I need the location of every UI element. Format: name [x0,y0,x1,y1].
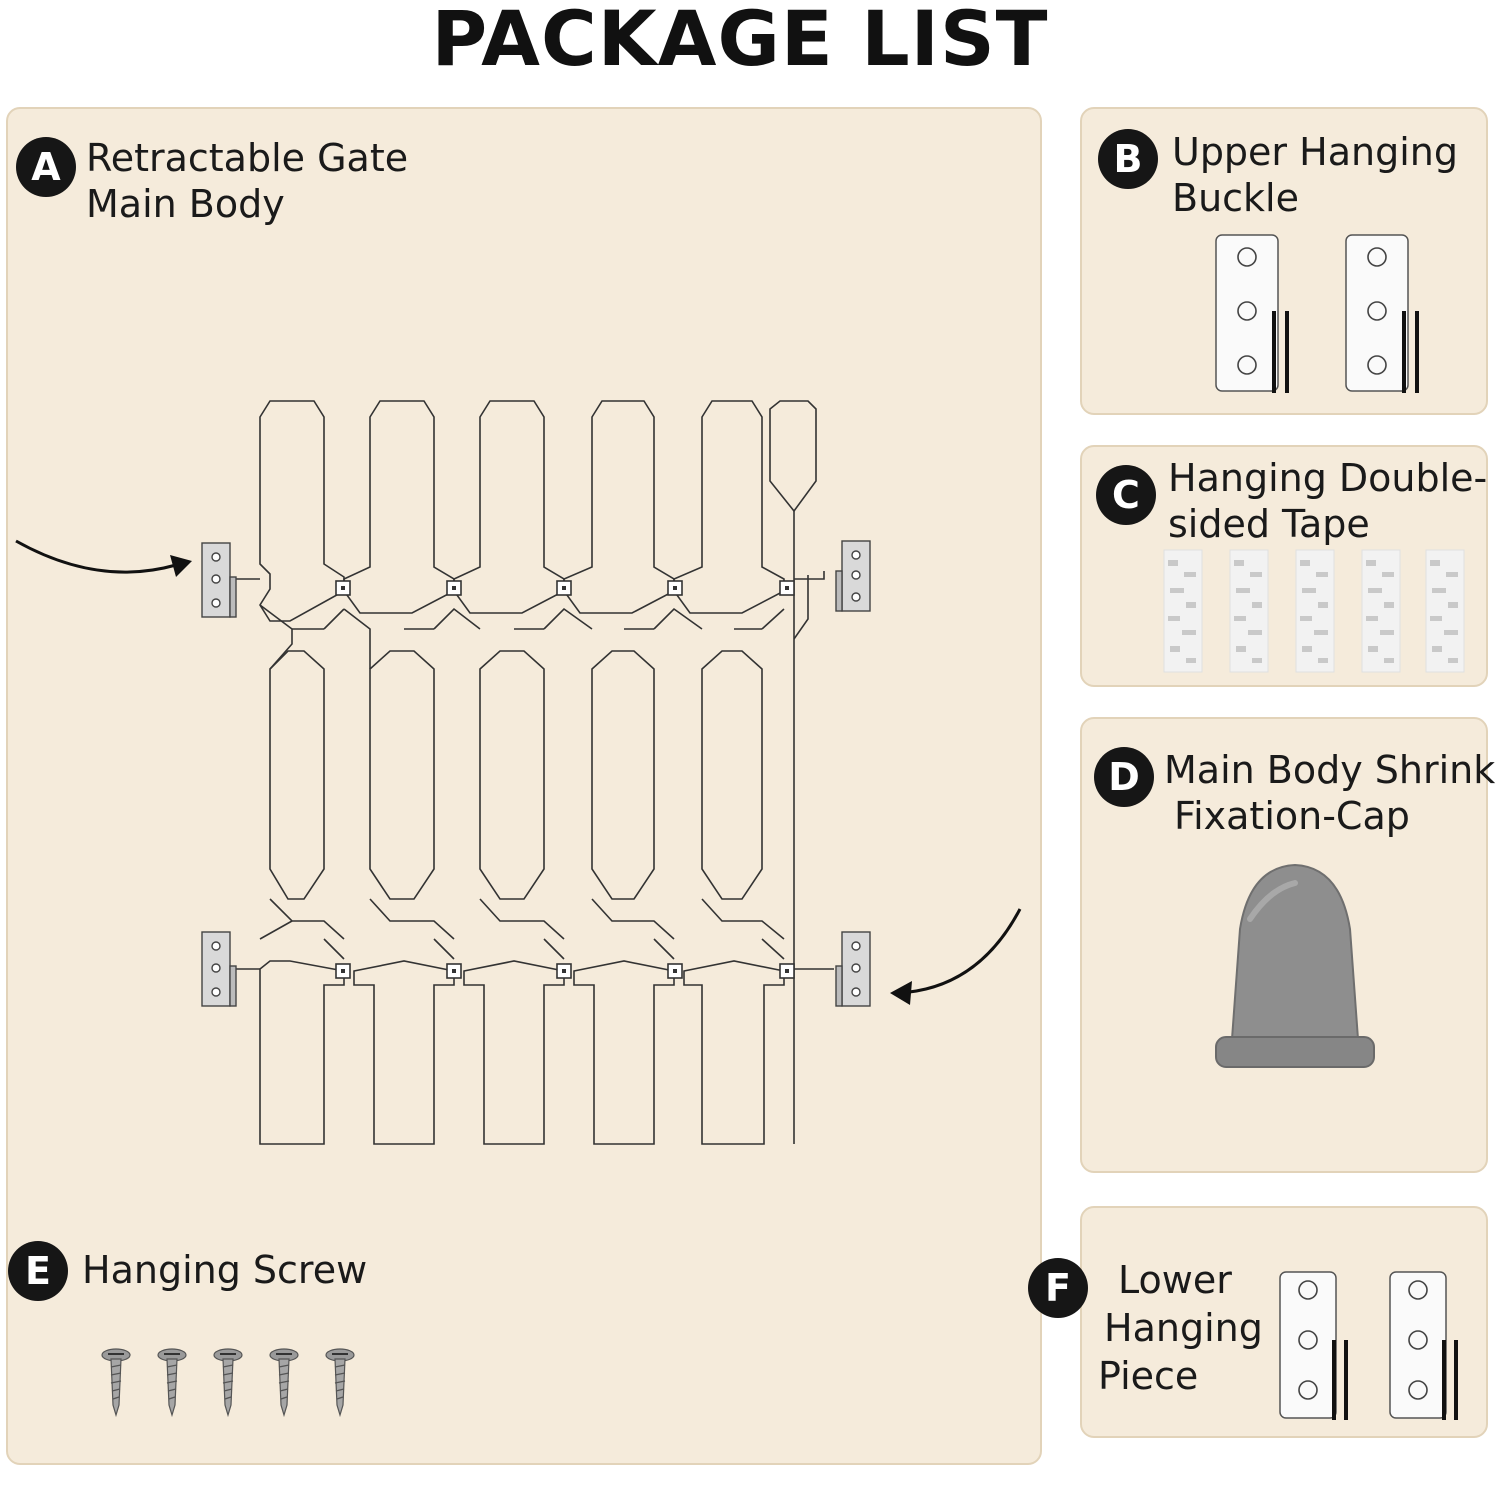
gate-picket-mid-1 [269,650,325,900]
tape-strips [1163,549,1465,673]
lower-piece-pair [1279,1271,1458,1420]
gate-picket-bot-4 [573,960,675,1145]
label-a-line1: Retractable Gate [86,136,409,180]
gate-bracket-top-right [835,540,871,612]
badge-d: D [1094,747,1154,807]
label-f-line3: Piece [1098,1354,1199,1398]
label-b-line1: Upper Hanging [1172,130,1458,174]
gate-picket-top-5 [673,400,785,614]
bracket-icon [1279,1271,1348,1420]
screw-icon [325,1348,355,1416]
tape-strip-icon [1425,549,1465,673]
label-d: Main Body Shrink Fixation-Cap [1164,747,1495,839]
badge-a: A [16,137,76,197]
screws-group [101,1348,355,1416]
page-title: PACKAGE LIST [431,0,1049,83]
label-f: Lower Hanging Piece [1098,1256,1263,1400]
label-f-line1: Lower [1118,1258,1232,1302]
panel-upper-hanging-buckle: B Upper Hanging Buckle [1080,107,1488,415]
gate-picket-mid-3 [479,650,545,900]
badge-c: C [1096,465,1156,525]
panel-double-sided-tape: C Hanging Double- sided Tape [1080,445,1488,687]
label-b-line2: Buckle [1172,176,1299,220]
gate-picket-bot-2 [353,960,455,1145]
gate-picket-top-2 [343,400,455,614]
gate-picket-top-1 [259,400,345,622]
screw-icon [101,1348,131,1416]
badge-f: F [1028,1258,1088,1318]
gate-bracket-bottom-right [835,931,871,1007]
gate-drawing [15,400,1022,1145]
gate-picket-bot-5 [683,960,785,1145]
gate-bracket-bottom-left [201,931,237,1007]
badge-e: E [8,1241,68,1301]
label-e: Hanging Screw [82,1248,368,1292]
gate-picket-bot-1 [259,960,345,1145]
tape-strip-icon [1229,549,1269,673]
arrow-icon [15,539,1022,995]
label-d-line1: Main Body Shrink [1164,748,1496,792]
bracket-icon [1215,234,1289,393]
label-d-line2: Fixation-Cap [1174,794,1410,838]
screw-icon [213,1348,243,1416]
screw-icon [269,1348,299,1416]
gate-picket-bot-3 [463,960,565,1145]
panel-fixation-cap: D Main Body Shrink Fixation-Cap [1080,717,1495,1173]
tape-strip-icon [1361,549,1401,673]
gate-picket-mid-2 [369,650,435,900]
label-b: Upper Hanging Buckle [1172,129,1458,221]
gate-bracket-top-left [201,542,237,618]
label-c-line2: sided Tape [1168,502,1370,546]
bracket-icon [1345,234,1419,393]
gate-picket-top-6 [769,400,817,513]
label-a: Retractable Gate Main Body [86,135,408,227]
gate-picket-top-4 [563,400,675,614]
label-f-line2: Hanging [1104,1306,1263,1350]
tape-strip-icon [1295,549,1335,673]
label-a-line2: Main Body [86,182,285,226]
gate-picket-mid-4 [591,650,655,900]
panel-main-body: A Retractable Gate Main Body [6,107,1042,1465]
panel-lower-hanging-piece: Lower Hanging Piece [1080,1206,1488,1438]
cap-icon [1215,863,1375,1068]
label-c: Hanging Double- sided Tape [1168,455,1487,547]
bracket-icon [1389,1271,1458,1420]
label-c-line1: Hanging Double- [1168,456,1488,500]
tape-strip-icon [1163,549,1203,673]
buckle-pair [1215,234,1419,393]
screw-icon [157,1348,187,1416]
badge-b: B [1098,129,1158,189]
gate-picket-top-3 [453,400,565,614]
gate-picket-mid-5 [701,650,763,900]
